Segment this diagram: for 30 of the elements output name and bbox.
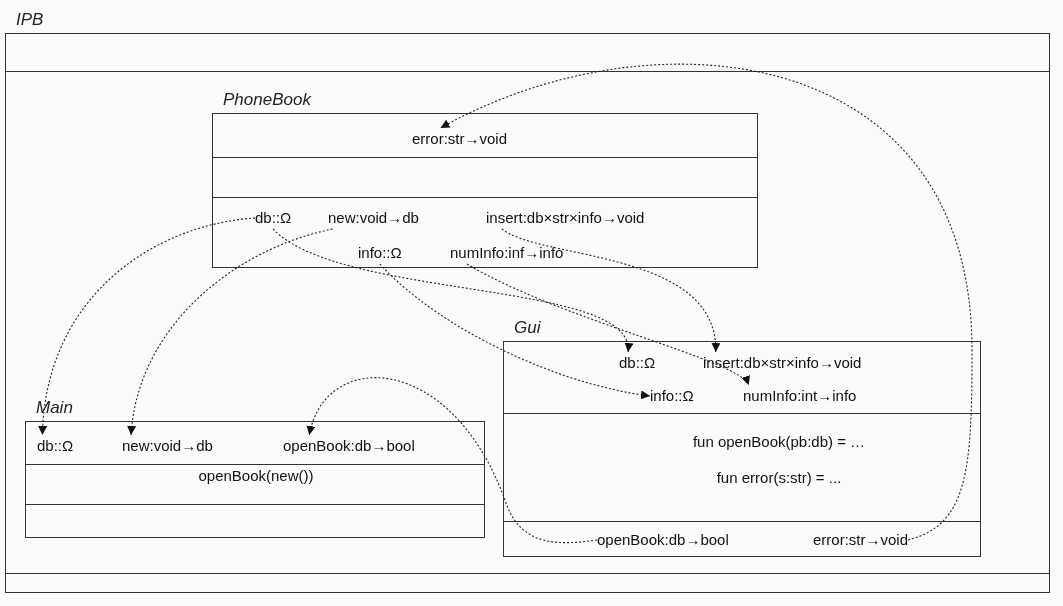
code-line: fun openBook(pb:db) = … (692, 432, 866, 452)
dotted-arrow (379, 263, 651, 400)
code-line: fun error(s:str) = ... (716, 468, 842, 488)
dotted-arrow (501, 228, 720, 353)
class-name: Main (36, 397, 73, 419)
dotted-arrow (127, 228, 334, 436)
member-signature: new:void→db (328, 207, 419, 229)
dotted-arrow (272, 228, 631, 353)
dotted-arrow (307, 377, 598, 544)
member-signature: db::Ω (37, 435, 74, 457)
member-signature: error:str→void (813, 529, 909, 551)
package-name: IPB (16, 9, 44, 31)
dotted-arrow (439, 63, 973, 541)
member-signature: insert:db×str×info→void (486, 207, 645, 229)
member-signature: openBook:db→bool (283, 435, 415, 457)
member-signature: db::Ω (619, 352, 656, 374)
member-signature: numInfo:int→info (743, 385, 857, 407)
dotted-arrow (466, 263, 750, 386)
member-signature: new:void→db (122, 435, 213, 457)
member-signature: error:str→void (412, 128, 508, 150)
member-signature: insert:db×str×info→void (703, 352, 862, 374)
member-signature: info::Ω (358, 242, 402, 264)
class-name: PhoneBook (223, 89, 311, 111)
code-line: openBook(new()) (198, 466, 314, 486)
member-signature: info::Ω (650, 385, 694, 407)
class-name: Gui (514, 317, 541, 339)
member-signature: openBook:db→bool (597, 529, 729, 551)
member-signature: db::Ω (255, 207, 292, 229)
dotted-arrow (38, 217, 256, 436)
member-signature: numInfo:inf→info (450, 242, 564, 264)
